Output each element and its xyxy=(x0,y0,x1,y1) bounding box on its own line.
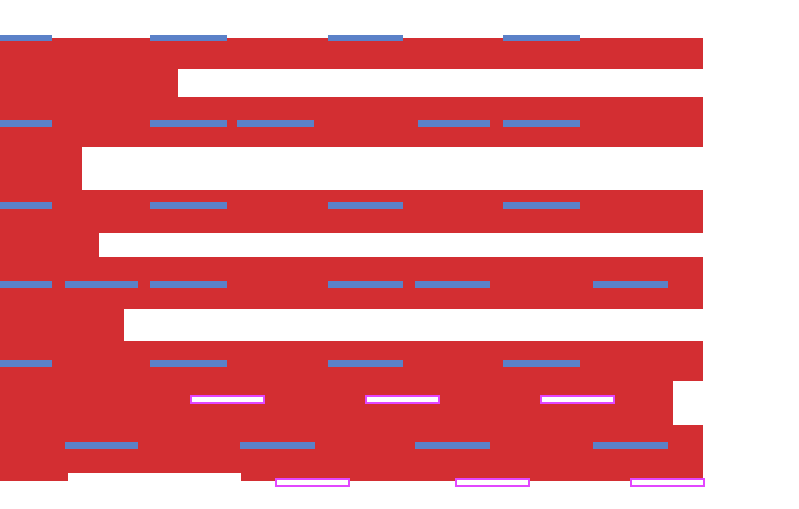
text-line-r5-c4 xyxy=(503,360,580,367)
text-line-r1-c4 xyxy=(503,35,580,41)
text-line-r3-c3 xyxy=(328,202,403,209)
text-line-r6-c1 xyxy=(65,442,138,449)
whitespace-gap-5 xyxy=(673,381,799,425)
whitespace-gap-3 xyxy=(99,233,799,257)
text-line-r3-c4 xyxy=(503,202,580,209)
highlight-box-1[interactable] xyxy=(190,395,265,404)
whitespace-gap-6 xyxy=(68,473,241,509)
text-line-r5-c3 xyxy=(328,360,403,367)
text-line-r4-c3 xyxy=(150,281,227,288)
text-line-r4-c4 xyxy=(328,281,403,288)
text-line-r2-c5 xyxy=(503,120,580,127)
text-line-r4-c1 xyxy=(0,281,52,288)
whitespace-gap-2 xyxy=(82,147,799,190)
highlight-box-5[interactable] xyxy=(455,478,530,487)
highlight-box-3[interactable] xyxy=(540,395,615,404)
text-line-r1-c3 xyxy=(328,35,403,41)
text-line-r2-c1 xyxy=(0,120,52,127)
text-line-r5-c2 xyxy=(150,360,227,367)
text-line-r1-c2 xyxy=(150,35,227,41)
text-line-r2-c2 xyxy=(150,120,227,127)
text-line-r3-c2 xyxy=(150,202,227,209)
text-line-r2-c4 xyxy=(418,120,490,127)
highlight-box-6[interactable] xyxy=(630,478,705,487)
text-line-r6-c4 xyxy=(593,442,668,449)
whitespace-gap-1 xyxy=(178,69,799,97)
text-line-r3-c1 xyxy=(0,202,52,209)
text-line-r1-c1 xyxy=(0,35,52,41)
text-line-r4-c2 xyxy=(65,281,138,288)
highlight-box-4[interactable] xyxy=(275,478,350,487)
text-line-r2-c3 xyxy=(237,120,314,127)
text-line-r5-c1 xyxy=(0,360,52,367)
text-line-r6-c2 xyxy=(240,442,315,449)
text-line-r4-c6 xyxy=(593,281,668,288)
text-line-r6-c3 xyxy=(415,442,490,449)
highlight-box-2[interactable] xyxy=(365,395,440,404)
text-line-r4-c5 xyxy=(415,281,490,288)
whitespace-gap-4 xyxy=(124,309,799,341)
redaction-block-1 xyxy=(0,38,703,481)
